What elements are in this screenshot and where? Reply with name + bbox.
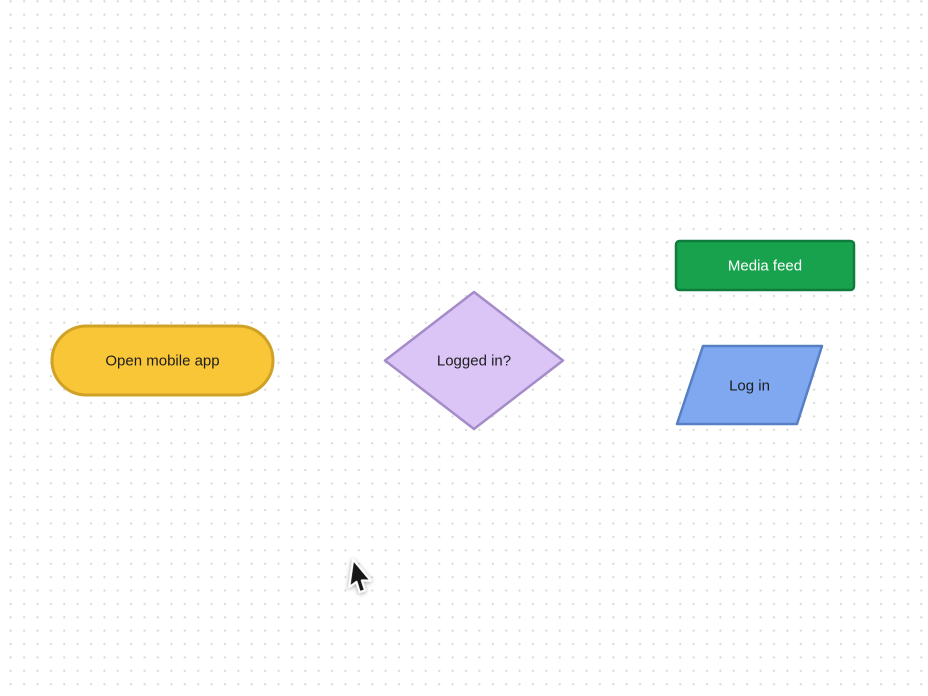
flowchart-node-media-feed[interactable]: Media feed	[674, 239, 857, 293]
flowchart-node-logged-in[interactable]: Logged in?	[383, 290, 565, 431]
flowchart-node-open-mobile-app[interactable]: Open mobile app	[50, 324, 275, 397]
node-label-log-in: Log in	[729, 378, 770, 395]
mouse-cursor-icon	[348, 558, 372, 594]
arrow-pointer	[348, 558, 372, 594]
diamond-shape[interactable]	[383, 290, 565, 431]
node-label-logged-in: Logged in?	[437, 353, 511, 370]
parallelogram-shape[interactable]	[675, 344, 824, 426]
flowchart-node-log-in[interactable]: Log in	[674, 344, 825, 427]
rectangle-shape[interactable]	[674, 239, 856, 292]
pill-shape[interactable]	[50, 324, 275, 397]
node-label-open-mobile-app: Open mobile app	[105, 353, 219, 370]
node-label-media-feed: Media feed	[728, 258, 802, 275]
